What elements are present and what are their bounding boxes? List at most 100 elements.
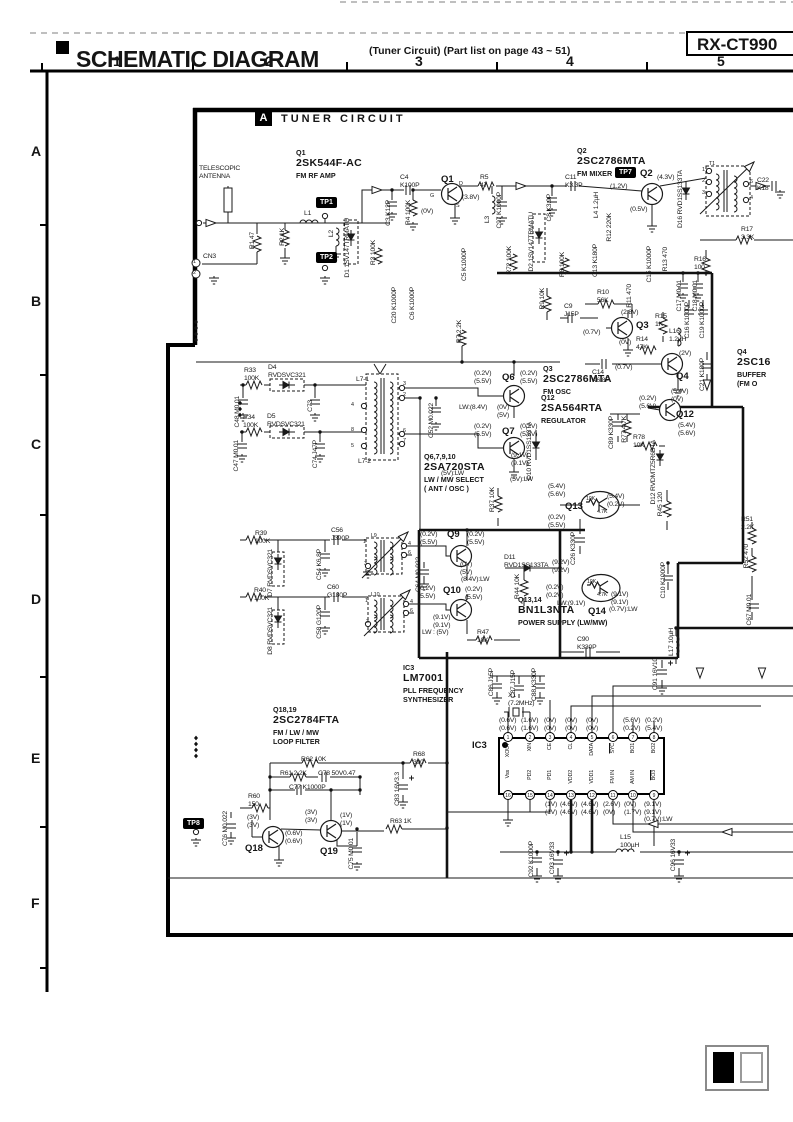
part-label: L15 100µH xyxy=(620,834,640,849)
transistor-q10 xyxy=(449,598,473,622)
part-label: 1 xyxy=(702,167,705,173)
part-label: C89 K330P xyxy=(608,416,615,449)
ic-pin-name: CL xyxy=(568,743,574,750)
component-designator: Q3 xyxy=(636,320,649,331)
part-label: (4.6V) (4.6V) xyxy=(560,801,578,816)
part-label: 6 xyxy=(750,179,753,185)
part-label: (5V):LW xyxy=(441,470,465,477)
part-label: 1 xyxy=(365,598,368,604)
part-label: (1V) (1V) xyxy=(340,812,353,827)
ic-pin-name: PD1 xyxy=(547,770,553,780)
part-label: D2 1SV147TRMATU xyxy=(528,212,535,272)
part-label: R1 47 xyxy=(249,232,256,250)
component-block-line: 2SA564RTA xyxy=(541,402,603,415)
part-label: (0.2V) (5.5V) xyxy=(467,531,485,546)
ic-pin-name: VDD2 xyxy=(568,770,574,784)
ic-pin1-marker xyxy=(502,742,508,748)
part-label: C91 16V10 xyxy=(652,658,659,691)
part-label: C78 50V0.47 xyxy=(318,770,356,777)
transformer-l7 xyxy=(365,373,399,461)
registration-mark xyxy=(705,1045,769,1091)
component-block-line: Q2 xyxy=(577,146,587,155)
part-label: (2.8V) xyxy=(621,309,639,316)
transistor-q2 xyxy=(640,182,664,206)
part-label: C9 J15P xyxy=(564,303,579,318)
ic-pin-number: 1 xyxy=(503,732,513,742)
part-label: 2 xyxy=(403,392,406,398)
part-label: R61 2.2K xyxy=(280,770,307,777)
signal-wires xyxy=(168,177,793,879)
part-label: R4 100K xyxy=(405,200,412,226)
part-label: 4 xyxy=(408,541,411,547)
ic-pin-name: AM IN xyxy=(630,770,636,784)
part-label: (5V):LW xyxy=(510,476,534,483)
part-label: C96 16V33 xyxy=(670,839,677,872)
ic-pin-name: XOUT xyxy=(505,743,511,758)
part-label: (1.6V) (1.6V) xyxy=(521,717,539,732)
ic-pin-name: DATA xyxy=(589,743,595,756)
component-block-line: IC3 xyxy=(403,663,415,672)
part-label: C5 K1000P xyxy=(461,248,468,281)
ic-pin-number: 10 xyxy=(628,790,638,800)
model-badge: RX-CT990 xyxy=(686,31,793,56)
component-block-line: Q12 xyxy=(541,393,555,402)
part-label: (0V) (0V) xyxy=(565,717,578,732)
part-label: 7 xyxy=(403,438,406,444)
component-designator: Q2 xyxy=(640,168,653,179)
registration-black-swatch xyxy=(713,1052,734,1083)
part-label: L10 xyxy=(371,592,380,598)
part-label: 10K xyxy=(586,496,595,502)
component-designator: Q4 xyxy=(676,371,689,382)
component-block-line: Q3 xyxy=(543,364,553,373)
ic-pin-name: BO1 xyxy=(630,743,636,754)
ic-pin-number: 5 xyxy=(587,732,597,742)
part-label: (2.6V) (0V) xyxy=(603,801,621,816)
part-label: C8 K3.9P xyxy=(546,194,553,222)
part-label: L1 xyxy=(304,210,312,217)
part-label: C76 M0.022 xyxy=(222,811,229,847)
ic-pin-name: XIN xyxy=(527,743,533,752)
part-label: C3 K12P xyxy=(385,200,392,226)
ic-pin-number: 2 xyxy=(525,732,535,742)
part-label: R62 10K xyxy=(301,756,327,763)
part-label: (0.2V) (5.5V) xyxy=(520,423,538,438)
component-block-line: Q18,19 xyxy=(273,705,297,714)
part-label: (0.2V) (5.5V) xyxy=(520,370,538,385)
component-designator: Q9 xyxy=(447,529,460,540)
ic-pin-name: Vss xyxy=(505,770,511,779)
transistor-q19 xyxy=(319,819,343,843)
part-label: (0.7V) xyxy=(615,364,633,371)
part-label: D10 RVD1SS133TA xyxy=(526,422,533,480)
ic-pin-number: 9 xyxy=(649,790,659,800)
section-title: TUNER CIRCUIT xyxy=(281,113,406,125)
part-label: 1 xyxy=(363,539,366,545)
part-label: D4 RVDSVC321 xyxy=(268,364,306,379)
component-block-line: LOOP FILTER xyxy=(273,737,320,747)
part-label: R5 47 xyxy=(480,174,489,189)
part-label: C13 K180P xyxy=(592,244,599,277)
schematic-border xyxy=(166,107,793,937)
ic-pin-name: SYC xyxy=(610,743,616,754)
part-label: R78 10K xyxy=(633,434,645,449)
part-label: 3 xyxy=(364,561,367,567)
ruler-row-letter: C xyxy=(31,436,42,452)
ruler-row-letter: A xyxy=(31,143,42,159)
part-label: R17 3.3K xyxy=(741,226,755,241)
test-point-badge: TP8 xyxy=(183,818,204,829)
scan-artifact-lines xyxy=(30,1,793,34)
part-label: C60 G180P xyxy=(327,584,348,599)
part-label: (0.7V) xyxy=(583,329,601,336)
part-label: (0.7V):LW xyxy=(644,816,673,823)
part-label: (0V) (5V) xyxy=(460,561,473,576)
part-label: C58 G120P xyxy=(316,605,323,639)
part-label: (0.6V) (0.6V) xyxy=(499,717,517,732)
component-designator: Q1 xyxy=(441,174,454,185)
part-label: C47 M0.01 xyxy=(233,440,240,472)
component-block-line: FM RF AMP xyxy=(296,171,336,180)
part-label: (9.1V) (9.1V) xyxy=(511,452,529,467)
part-label: 4 xyxy=(750,195,753,201)
part-label: 1 xyxy=(193,259,196,265)
part-label: CN3 xyxy=(203,253,216,260)
